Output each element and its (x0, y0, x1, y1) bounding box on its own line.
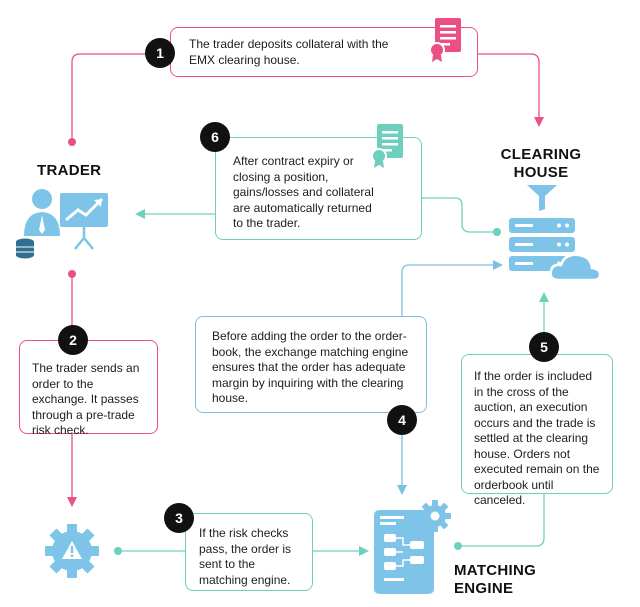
trader-heading: TRADER (37, 162, 102, 179)
matching-engine-heading: MATCHING ENGINE (454, 562, 536, 598)
connector-dot-step-2 (68, 270, 76, 278)
step-2-box: The trader sends an order to the exchang… (19, 340, 158, 437)
connector-dot-step-6 (493, 228, 501, 236)
step-1-text: The trader deposits collateral with the … (189, 37, 389, 67)
step-3-box: If the risk checks pass, the order is se… (185, 513, 313, 591)
connector-step-1 (71, 53, 539, 138)
step-1-badge: 1 (145, 38, 175, 68)
trader-presentation-icon (16, 189, 108, 259)
step-6-box: After contract expiry or closing a posit… (215, 137, 422, 240)
connector-dot-step-3 (114, 547, 122, 555)
step-3-badge: 3 (164, 503, 194, 533)
warning-gear-icon (45, 524, 99, 578)
step-3-text: If the risk checks pass, the order is se… (199, 526, 292, 587)
flowchart-gear-icon (374, 500, 451, 594)
step-1-box: The trader deposits collateral with the … (170, 27, 478, 77)
connector-step-4-up (401, 260, 503, 316)
step-5-box: If the order is included in the cross of… (461, 354, 613, 507)
connector-dot-step-1 (68, 138, 76, 146)
step-6-text: After contract expiry or closing a posit… (233, 154, 374, 230)
step-5-text: If the order is included in the cross of… (474, 369, 600, 507)
server-cloud-icon (509, 185, 602, 282)
clearing-house-heading-line-2: HOUSE (513, 164, 569, 181)
step-2-badge: 2 (58, 325, 88, 355)
step-2-text: The trader sends an order to the exchang… (32, 361, 140, 437)
step-4-box: Before adding the order to the order-boo… (195, 316, 427, 413)
connector-step-6 (140, 197, 494, 233)
step-4-badge: 4 (387, 405, 417, 435)
step-6-badge: 6 (200, 122, 230, 152)
step-5-badge: 5 (529, 332, 559, 362)
contract-certificate-icon (371, 124, 403, 168)
matching-engine-heading-line-2: ENGINE (454, 580, 514, 597)
matching-engine-heading-line-1: MATCHING (454, 562, 537, 579)
clearing-house-heading-line-1: CLEARING (500, 146, 582, 163)
step-4-text: Before adding the order to the order-boo… (212, 329, 409, 405)
clearing-house-heading: CLEARING HOUSE (496, 146, 586, 182)
certificate-document-icon (429, 18, 461, 62)
connector-dot-step-5 (454, 542, 462, 550)
